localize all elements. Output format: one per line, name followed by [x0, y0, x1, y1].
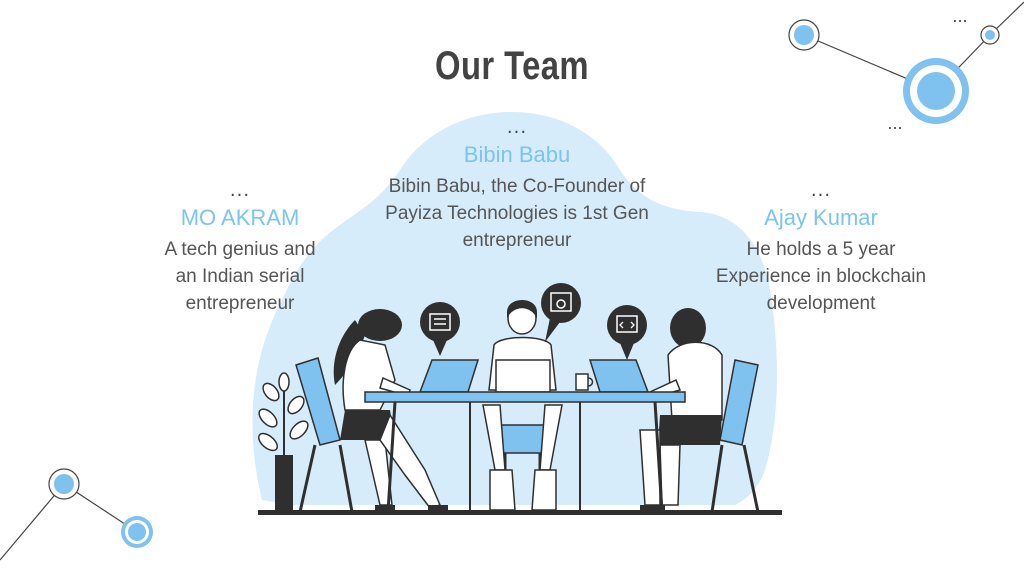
plant-icon: [257, 372, 309, 515]
connector-line: [0, 483, 65, 561]
bubble-document: [420, 302, 460, 356]
node-dot: [794, 25, 814, 45]
member-name: MO AKRAM: [180, 205, 300, 230]
node-dot: [54, 474, 74, 494]
page-title: Our Team: [435, 44, 589, 88]
team-member-card: ... Bibin Babu Bibin Babu, the Co-Founde…: [372, 117, 662, 254]
member-description: A tech genius and an Indian serial entre…: [140, 236, 340, 317]
description-line: Bibin Babu, the Co-Founder of: [388, 176, 646, 197]
person-center: [482, 300, 563, 511]
corner-dots: ...: [952, 7, 967, 26]
member-name: Ajay Kumar: [764, 205, 878, 230]
laptop-center: [495, 359, 551, 393]
team-member-card: ... Ajay Kumar He holds a 5 year Experie…: [706, 180, 936, 317]
description-line: Payiza Technologies is 1st Gen: [385, 203, 649, 224]
description-line: A tech genius and: [164, 239, 316, 260]
node-dot: [128, 523, 146, 541]
floor-line: [258, 510, 782, 515]
bubble-gear: [541, 283, 581, 342]
description-line: an Indian serial: [175, 266, 305, 287]
gear-icon: [550, 292, 572, 312]
dots-marker: ...: [229, 180, 251, 201]
description-line: entrepreneur: [185, 293, 295, 314]
table: [364, 391, 686, 513]
description-line: Experience in blockchain: [715, 266, 927, 287]
dots-marker: ...: [506, 117, 528, 138]
bubble-code: [607, 305, 647, 360]
description-line: entrepreneur: [462, 230, 572, 251]
member-description: Bibin Babu, the Co-Founder of Payiza Tec…: [372, 173, 662, 254]
description-line: development: [766, 293, 876, 314]
dots-marker: ...: [810, 180, 832, 201]
corner-dots: ...: [887, 114, 902, 133]
chair-right: [710, 359, 760, 513]
node-dot-large: [917, 72, 955, 110]
member-name: Bibin Babu: [463, 142, 571, 167]
team-member-card: ... MO AKRAM A tech genius and an Indian…: [140, 180, 340, 317]
mug-icon: [575, 373, 594, 391]
document-icon: [429, 313, 451, 331]
description-line: He holds a 5 year: [746, 239, 896, 260]
member-description: He holds a 5 year Experience in blockcha…: [706, 236, 936, 317]
code-icon: [616, 315, 638, 333]
node-dot: [985, 30, 995, 40]
